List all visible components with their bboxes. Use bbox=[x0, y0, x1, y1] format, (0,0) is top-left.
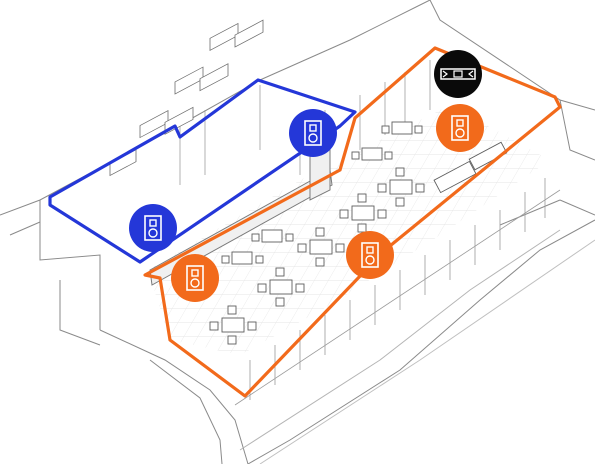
zone-blue-outline bbox=[48, 78, 357, 264]
booth-bench bbox=[468, 141, 508, 171]
soundbar-1[interactable] bbox=[434, 50, 482, 98]
table-set bbox=[251, 229, 294, 243]
speaker-orange-1[interactable] bbox=[436, 104, 484, 152]
table-set bbox=[377, 167, 425, 207]
table-set bbox=[221, 251, 264, 265]
booth-bench bbox=[433, 160, 477, 194]
table-set bbox=[297, 227, 345, 267]
speaker-blue-1[interactable] bbox=[129, 204, 177, 252]
zone-orange-outline bbox=[143, 46, 562, 398]
dining-furniture bbox=[209, 121, 508, 345]
table-set bbox=[351, 147, 393, 161]
speaker-orange-3[interactable] bbox=[171, 254, 219, 302]
restaurant-floor bbox=[148, 105, 550, 355]
speaker-orange-2[interactable] bbox=[346, 231, 394, 279]
speaker-blue-2[interactable] bbox=[289, 109, 337, 157]
table-set bbox=[257, 267, 305, 307]
table-set bbox=[381, 121, 423, 135]
table-set bbox=[209, 305, 257, 345]
lounge-seating bbox=[109, 19, 264, 177]
table-set bbox=[339, 193, 387, 233]
